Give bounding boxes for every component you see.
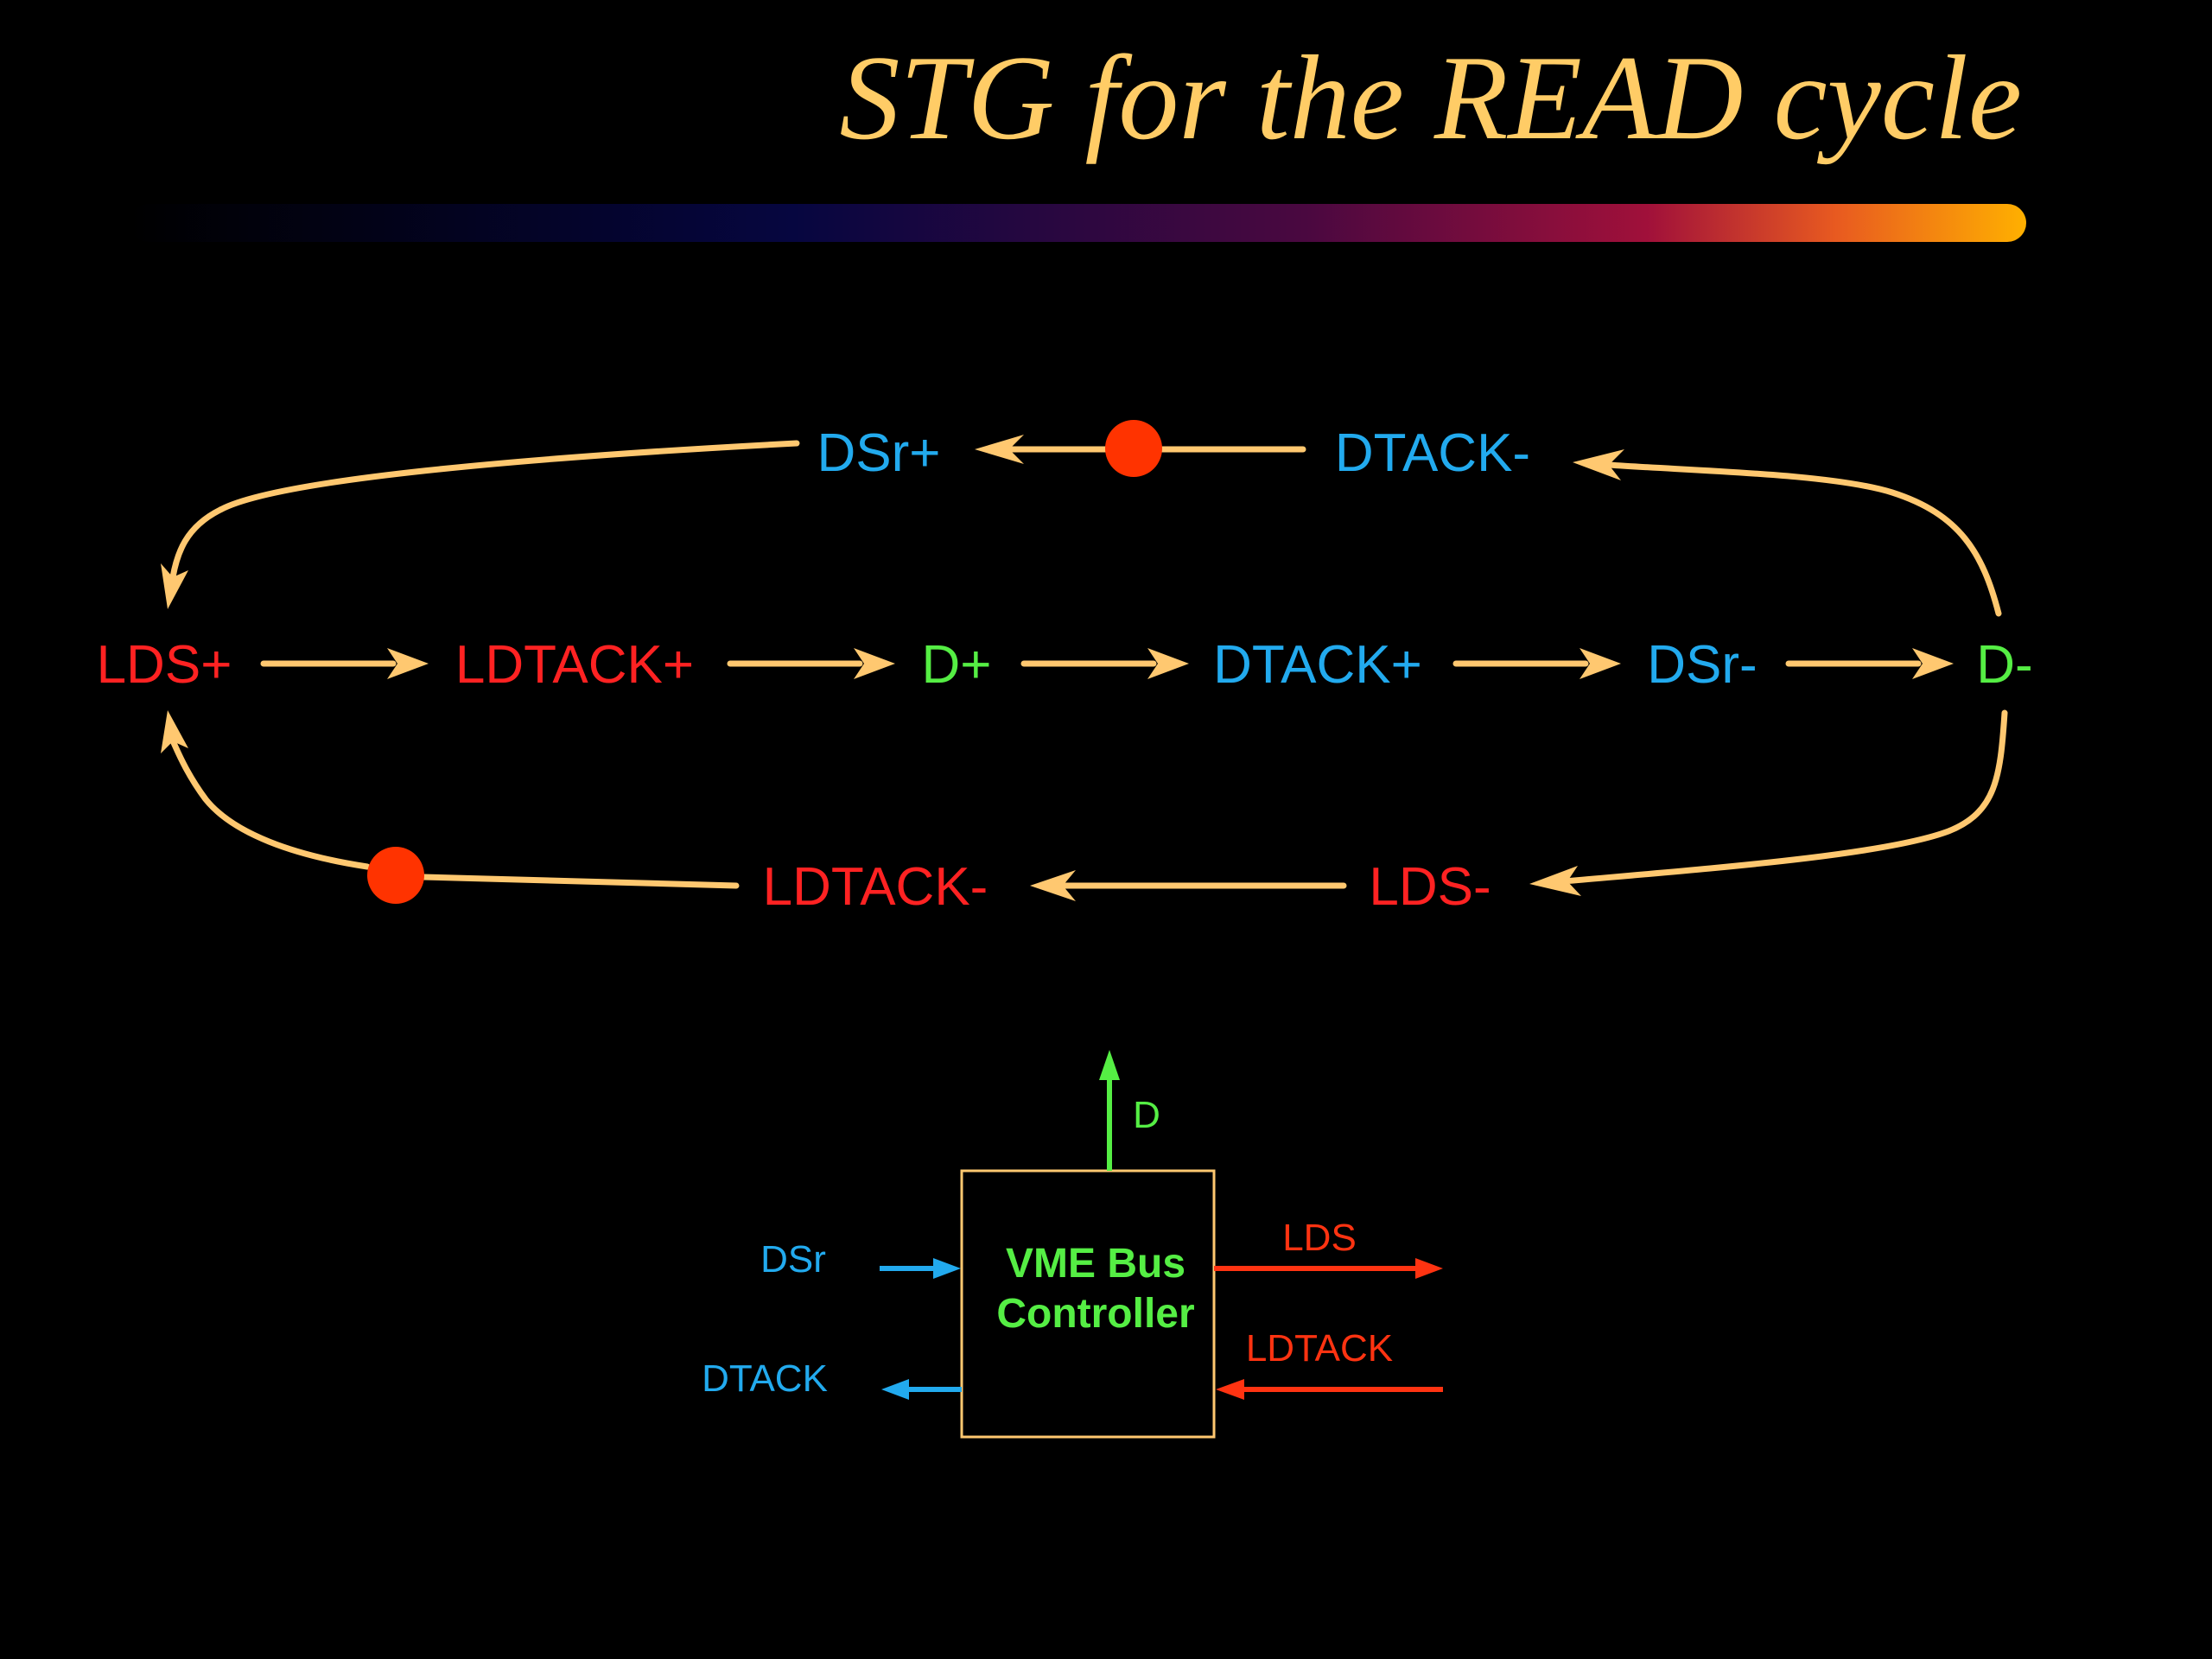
token-ldtack-minus-lds-plus — [367, 847, 424, 904]
wire-lds — [1214, 1258, 1443, 1279]
port-label-d: D — [1133, 1094, 1160, 1136]
stg-transitions: DSr+ DTACK- LDS+ LDTACK+ D+ DTACK+ DSr- … — [97, 423, 2033, 917]
title-divider-bar — [130, 204, 2026, 242]
port-label-lds: LDS — [1282, 1217, 1357, 1259]
arc-ldtack-plus-to-d-plus — [727, 648, 895, 679]
wire-dsr — [880, 1258, 961, 1279]
arc-ldtack-minus-to-token — [420, 874, 740, 889]
transition-ldtack-plus: LDTACK+ — [455, 635, 694, 695]
arc-d-minus-to-lds-minus — [1529, 709, 2008, 896]
arc-dsr-plus-to-lds-plus — [161, 440, 800, 609]
transition-dsr-plus: DSr+ — [817, 423, 941, 483]
transition-dtack-plus: DTACK+ — [1213, 635, 1422, 695]
stg-arcs — [161, 435, 2008, 901]
port-label-dtack: DTACK — [702, 1357, 828, 1400]
arc-lds-minus-to-ldtack-minus — [1030, 870, 1347, 901]
port-label-ldtack: LDTACK — [1246, 1327, 1393, 1370]
controller-label-line1: VME Bus — [1006, 1241, 1185, 1287]
controller-label-line2: Controller — [996, 1291, 1194, 1337]
transition-ldtack-minus: LDTACK- — [763, 857, 988, 917]
arc-token-to-lds-plus — [161, 710, 371, 870]
arc-dsr-minus-to-d-minus — [1785, 648, 1954, 679]
wire-ldtack — [1216, 1379, 1443, 1400]
arc-d-minus-to-dtack-minus — [1573, 449, 2002, 617]
arc-token-to-dsr-plus — [975, 435, 1127, 464]
token-dtack-minus-dsr-plus — [1105, 420, 1162, 477]
arc-dtack-plus-to-dsr-minus — [1452, 648, 1621, 679]
transition-d-minus: D- — [1976, 635, 2032, 695]
wire-d — [1099, 1050, 1120, 1171]
port-label-dsr: DSr — [760, 1238, 826, 1281]
transition-lds-minus: LDS- — [1369, 857, 1491, 917]
vme-bus-controller-block: VME Bus Controller D DSr DTACK LDS — [702, 1050, 1443, 1439]
transition-dsr-minus: DSr- — [1647, 635, 1757, 695]
transition-d-plus: D+ — [922, 635, 992, 695]
arc-d-plus-to-dtack-plus — [1020, 648, 1189, 679]
transition-dtack-minus: DTACK- — [1335, 423, 1530, 483]
arc-lds-plus-to-ldtack-plus — [260, 648, 429, 679]
controller-box — [960, 1169, 1216, 1439]
wire-dtack — [881, 1379, 962, 1400]
transition-lds-plus: LDS+ — [97, 635, 232, 695]
slide-title: STG for the READ cycle — [840, 31, 2023, 165]
